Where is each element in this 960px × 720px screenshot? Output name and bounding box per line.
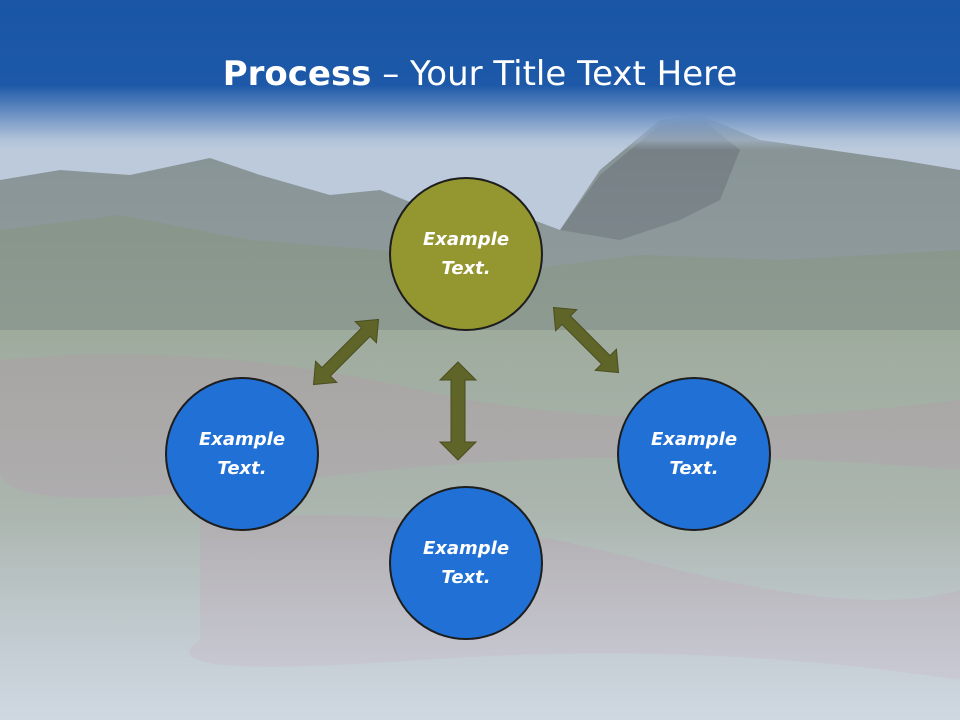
node-left-label: Example Text. xyxy=(198,429,286,479)
title-bold: Process xyxy=(222,54,372,94)
node-right-label: Example Text. xyxy=(650,429,738,479)
node-left: Example Text. xyxy=(165,377,319,531)
title-rest: – Your Title Text Here xyxy=(371,54,738,94)
node-right: Example Text. xyxy=(617,377,771,531)
node-bottom: Example Text. xyxy=(389,486,543,640)
title-bar xyxy=(0,0,960,150)
node-bottom-label: Example Text. xyxy=(422,538,510,588)
node-top: Example Text. xyxy=(389,177,543,331)
slide-title: Process – Your Title Text Here xyxy=(0,52,960,96)
node-top-label: Example Text. xyxy=(422,229,510,279)
